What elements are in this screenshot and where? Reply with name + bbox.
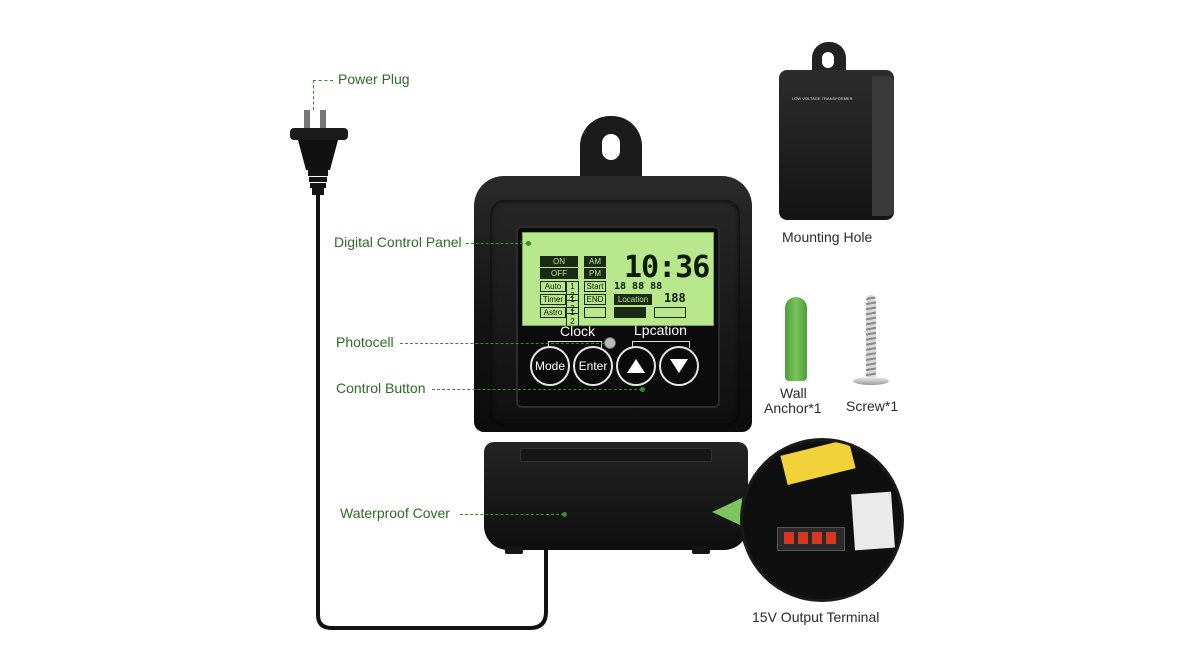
wall-anchor-label-line2: Anchor*1: [764, 400, 822, 416]
power-plug-label: Power Plug: [338, 71, 410, 87]
device-foot-right: [692, 546, 710, 554]
photocell-label: Photocell: [336, 334, 394, 350]
terminal-2: [798, 532, 808, 544]
lcd-segment-row: 18 88 88: [614, 281, 663, 292]
mode-button[interactable]: Mode: [530, 346, 570, 386]
photocell-leader: [400, 343, 604, 344]
power-plug-leader: [313, 80, 314, 110]
up-arrow-button[interactable]: [616, 346, 656, 386]
cover-hinge: [520, 448, 712, 462]
transformer-side: [872, 76, 894, 216]
device-foot-left: [505, 546, 523, 554]
location-bracket: [632, 341, 690, 348]
spec-sticker: [851, 491, 895, 551]
digital-control-panel-label: Digital Control Panel: [334, 234, 462, 250]
waterproof-cover-dot: [562, 512, 567, 517]
hanging-hole: [602, 134, 620, 160]
mounting-hole-label: Mounting Hole: [782, 229, 873, 245]
output-terminal-label: 15V Output Terminal: [752, 609, 880, 625]
transformer-sticker: LOW VOLTAGE TRANSFORMER: [792, 96, 853, 101]
lcd-am: AM: [584, 256, 606, 267]
wall-anchor-label-line1: Wall: [780, 385, 807, 401]
terminal-block: [777, 527, 845, 551]
lcd-on: ON: [540, 256, 578, 267]
terminal-1: [784, 532, 794, 544]
control-button-dot: [640, 387, 645, 392]
lcd-auto-num: 1 2: [566, 281, 579, 301]
control-button-label: Control Button: [336, 380, 426, 396]
lcd-star-icon: [614, 307, 646, 318]
digital-control-panel-dot: [526, 241, 531, 246]
lcd-end: END: [584, 294, 606, 305]
screw-head: [853, 377, 889, 385]
control-button-leader: [432, 389, 642, 390]
photocell-sensor: [604, 337, 616, 349]
terminal-4: [826, 532, 836, 544]
lcd-battery-bars: [654, 307, 686, 318]
lcd-auto: Auto: [540, 281, 566, 292]
output-terminal-zoom: [740, 438, 904, 602]
screw-icon: [866, 295, 876, 380]
lcd-start: Start: [584, 281, 606, 292]
mounting-hole-icon: [822, 52, 834, 68]
wall-anchor-icon: [785, 297, 807, 381]
clock-label: Clock: [560, 323, 596, 339]
location-label: Lpcation: [634, 322, 687, 338]
screw-label: Screw*1: [846, 398, 899, 414]
lcd-off: OFF: [540, 268, 578, 279]
clock-bracket: [548, 341, 602, 348]
lcd-timer: Timer: [540, 294, 566, 305]
down-arrow-button[interactable]: [659, 346, 699, 386]
waterproof-cover-leader: [460, 514, 564, 515]
zoom-arrow-icon: [712, 498, 742, 526]
lcd-astro: Astro: [540, 307, 566, 318]
up-arrow-icon: [627, 359, 645, 373]
digital-control-panel-leader: [466, 243, 528, 244]
enter-button[interactable]: Enter: [573, 346, 613, 386]
lcd-astro-num: 1 2: [566, 307, 579, 327]
lcd-location-value: 188: [664, 291, 686, 305]
power-plug-leader-h: [313, 80, 333, 81]
warning-sticker: [780, 441, 856, 486]
waterproof-cover-label: Waterproof Cover: [340, 505, 450, 521]
lcd-timer-num: 1 2: [566, 294, 579, 314]
terminal-3: [812, 532, 822, 544]
down-arrow-icon: [670, 359, 688, 373]
lcd-pm: PM: [584, 268, 606, 279]
lcd-location: Location: [614, 294, 652, 305]
power-plug-icon: [290, 110, 348, 195]
lcd-sun-icon: [584, 307, 606, 318]
lcd-time: 10:36: [624, 250, 710, 285]
